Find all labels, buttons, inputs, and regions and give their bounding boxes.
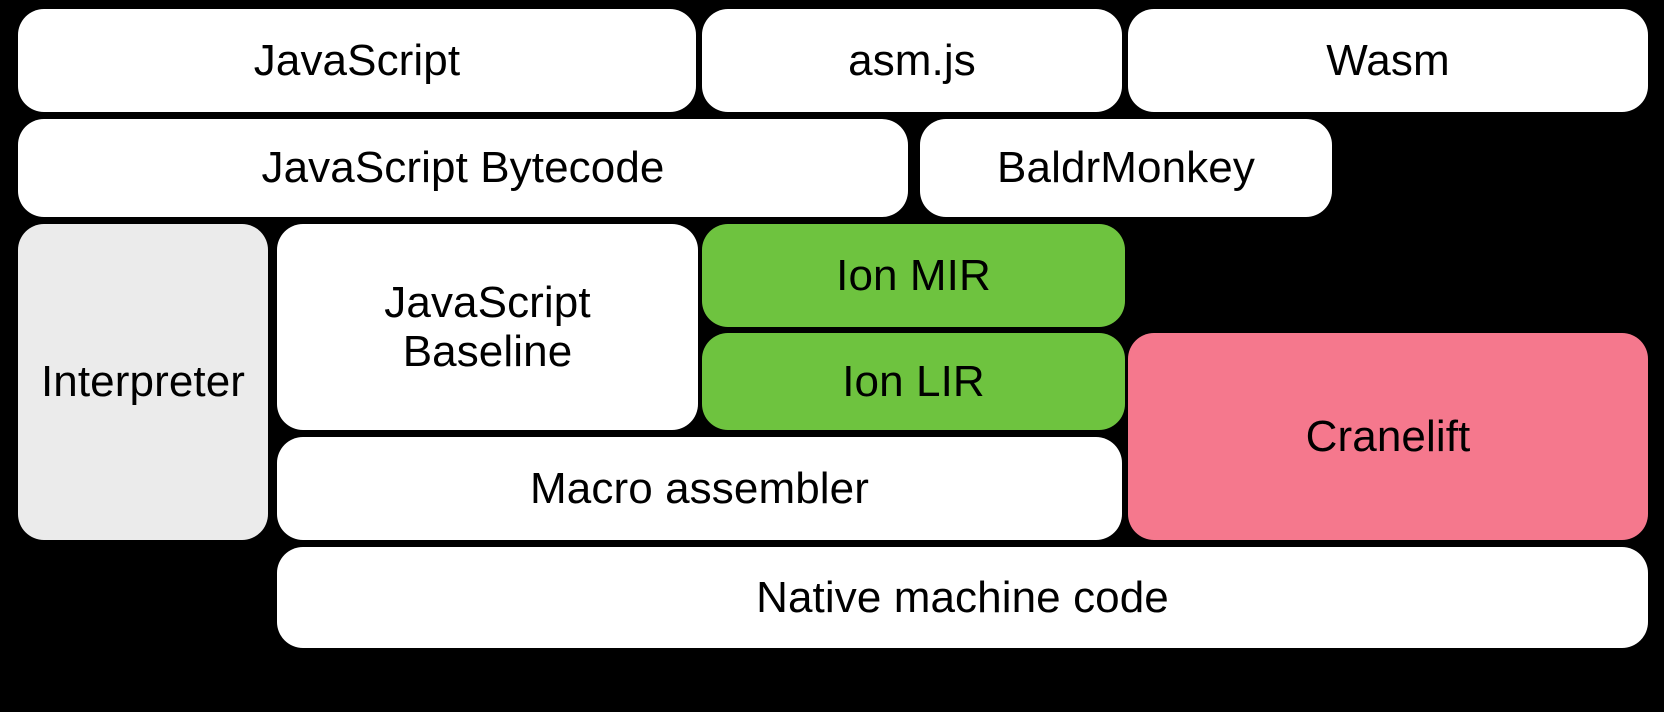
node-javascript-bytecode[interactable]: JavaScript Bytecode [18, 119, 908, 217]
node-label: asm.js [848, 35, 976, 85]
node-label: BaldrMonkey [997, 143, 1255, 193]
node-label: JavaScript [253, 35, 461, 85]
node-cranelift[interactable]: Cranelift [1128, 333, 1648, 540]
node-label: Wasm [1326, 35, 1450, 85]
node-label: Macro assembler [530, 463, 869, 513]
node-label: Ion MIR [836, 250, 991, 300]
node-baldrmonkey[interactable]: BaldrMonkey [920, 119, 1332, 217]
node-javascript[interactable]: JavaScript [18, 9, 696, 112]
node-label: Native machine code [756, 572, 1169, 622]
node-ion-lir[interactable]: Ion LIR [702, 333, 1125, 430]
node-label: Cranelift [1305, 411, 1471, 461]
node-javascript-baseline[interactable]: JavaScript Baseline [277, 224, 698, 430]
node-wasm[interactable]: Wasm [1128, 9, 1648, 112]
node-ion-mir[interactable]: Ion MIR [702, 224, 1125, 327]
node-interpreter[interactable]: Interpreter [18, 224, 268, 540]
node-asmjs[interactable]: asm.js [702, 9, 1122, 112]
node-native-machine-code[interactable]: Native machine code [277, 547, 1648, 648]
node-label: Interpreter [40, 357, 246, 407]
node-macro-assembler[interactable]: Macro assembler [277, 437, 1122, 540]
node-label: Ion LIR [842, 356, 985, 406]
node-label: JavaScript Bytecode [261, 143, 665, 193]
node-label: JavaScript Baseline [384, 277, 591, 376]
